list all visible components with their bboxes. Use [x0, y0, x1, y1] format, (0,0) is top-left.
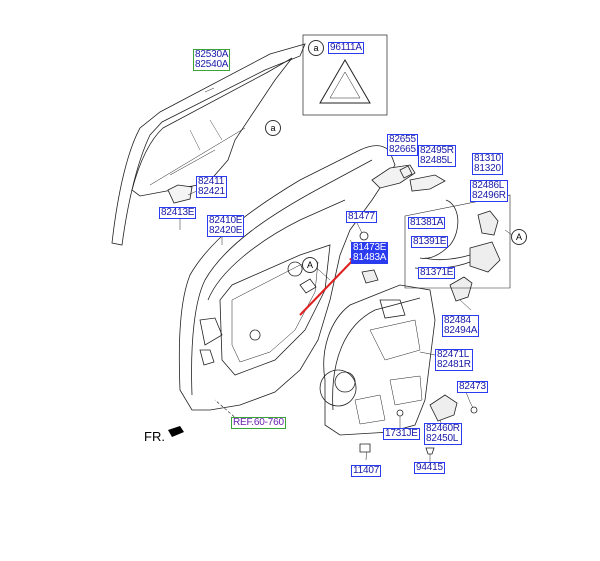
part-number-line: 82665 [389, 144, 416, 155]
part-number-sticker[interactable]: 96111A [328, 42, 364, 54]
part-number-line: 81310 [474, 153, 501, 164]
part-number-line: 82485L [420, 155, 453, 166]
part-number-bolt[interactable]: 82473 [457, 381, 488, 393]
part-number-glass[interactable]: 82530A 82540A [193, 49, 231, 71]
front-direction-label: FR. [144, 429, 165, 444]
part-number-run-channel[interactable]: 82411 82421 [196, 176, 227, 198]
part-number-line: 82421 [198, 186, 225, 197]
part-number-cap[interactable]: 81477 [346, 211, 377, 223]
part-number-motor[interactable]: 82460R 82450L [424, 423, 462, 445]
reference-link[interactable]: REF.60-760 [231, 417, 286, 429]
part-number-line: 82484 [444, 315, 471, 326]
callout-lock-circle: A [511, 229, 527, 245]
part-number-outside-handle[interactable]: 82486L 82496R [470, 180, 508, 202]
part-number-line: 82481R [437, 359, 471, 370]
part-number-check[interactable]: 82655 82665 [387, 134, 418, 156]
part-number-grommet[interactable]: 1731JE [383, 428, 420, 440]
part-number-line: 81483A [353, 252, 387, 263]
part-number-regulator[interactable]: 82471L 82481R [435, 349, 473, 371]
part-number-line: 82495R [420, 145, 454, 156]
callout-a-circle: a [308, 40, 324, 56]
part-number-handle[interactable]: 82495R 82485L [418, 145, 456, 167]
part-number-line: 82655 [389, 134, 416, 145]
callout-a-circle: a [265, 120, 281, 136]
part-number-cable-a[interactable]: 81381A [408, 217, 446, 229]
part-number-clip[interactable]: 82413E [159, 207, 197, 219]
part-number-line: 82460R [426, 423, 460, 434]
part-number-line: 82450L [426, 433, 459, 444]
part-number-line: 82540A [195, 59, 229, 70]
part-number-bracket[interactable]: 81473E 81483A [351, 242, 389, 264]
part-number-screw[interactable]: 94415 [414, 462, 445, 474]
part-number-line: 81473E [353, 242, 387, 253]
part-number-holder[interactable]: 82484 82494A [442, 315, 480, 337]
part-number-line: 82496R [472, 190, 506, 201]
part-number-line: 82420E [209, 225, 243, 236]
part-number-line: 82530A [195, 49, 229, 60]
part-number-glass-run[interactable]: 82410E 82420E [207, 215, 245, 237]
part-number-line: 82411 [198, 176, 225, 187]
part-number-line: 82471L [437, 349, 470, 360]
part-number-lock[interactable]: 81310 81320 [472, 153, 503, 175]
part-number-screw[interactable]: 11407 [351, 465, 382, 477]
part-number-line: 82486L [472, 180, 505, 191]
callout-door-circle: A [302, 257, 318, 273]
part-number-line: 82494A [444, 325, 478, 336]
part-number-line: 81320 [474, 163, 501, 174]
part-number-cable-b[interactable]: 81391E [411, 236, 449, 248]
part-number-cable-c[interactable]: 81371E [418, 267, 456, 279]
part-number-line: 82410E [209, 215, 243, 226]
